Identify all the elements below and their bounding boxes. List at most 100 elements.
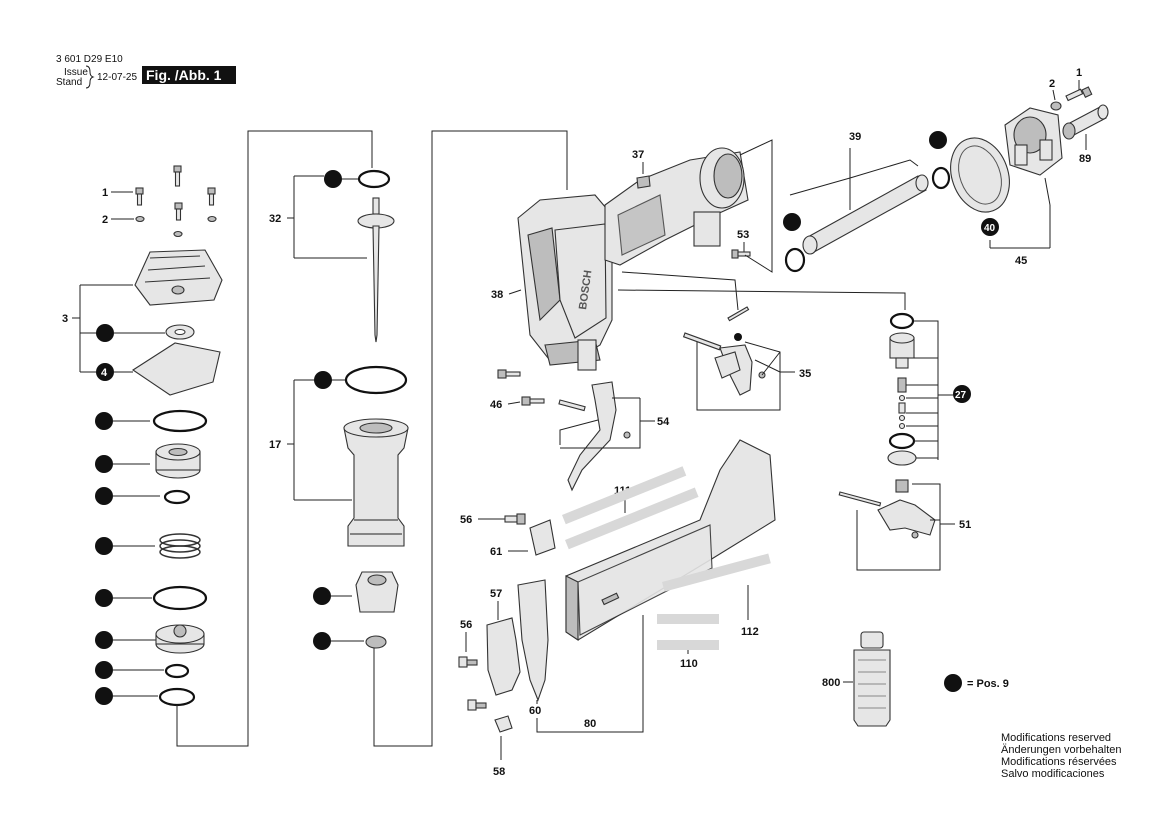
housing-assembly: BOSCH 37 38 53 xyxy=(491,147,751,371)
pin-icon xyxy=(682,306,750,351)
screw-icon xyxy=(497,369,545,406)
label-27: 27 xyxy=(955,390,967,401)
bullet-icon xyxy=(96,324,114,342)
screw-icon xyxy=(504,513,526,525)
o-ring-icon xyxy=(931,166,951,190)
o-ring-icon xyxy=(152,585,208,611)
label-60: 60 xyxy=(529,705,541,717)
bumper-nut-icon xyxy=(355,571,399,613)
screw-icon xyxy=(1065,86,1093,102)
housing-icon: BOSCH xyxy=(517,194,613,371)
center-column-parts: 32 17 xyxy=(269,130,568,747)
label-38: 38 xyxy=(491,289,503,301)
header: 3 601 D29 E10 Issue Stand 12-07-25 Fig. … xyxy=(56,54,236,89)
bumper-icon xyxy=(365,635,387,649)
figure-badge xyxy=(142,66,236,84)
label-46: 46 xyxy=(490,399,502,411)
cylinder-sleeve-icon xyxy=(343,418,409,547)
o-ring-icon xyxy=(164,663,190,679)
label-35: 35 xyxy=(799,368,811,380)
air-fitting-icon xyxy=(1062,104,1109,140)
nose-plate-icon xyxy=(486,617,521,696)
o-ring-icon xyxy=(152,409,208,433)
o-ring-icon xyxy=(784,247,806,273)
plate-icon xyxy=(529,519,556,556)
label-1: 1 xyxy=(102,187,108,199)
brace-icon xyxy=(85,65,95,89)
trigger-valve-icon xyxy=(877,499,936,539)
label-40: 40 xyxy=(984,223,996,234)
trigger-icon xyxy=(714,344,753,396)
footer-line: Modifications reserved xyxy=(1001,732,1111,744)
washer-icon xyxy=(135,215,217,238)
label-56a: 56 xyxy=(460,514,472,526)
top-right-parts: 39 40 45 2 1 xyxy=(739,67,1109,273)
issue-date: 12-07-25 xyxy=(97,72,137,83)
label-61: 61 xyxy=(490,546,502,558)
spring-icon xyxy=(897,377,907,393)
label-110: 110 xyxy=(680,658,698,670)
label-4: 4 xyxy=(101,367,108,379)
legend: = Pos. 9 xyxy=(944,674,1009,692)
brand-logo: BOSCH xyxy=(577,269,594,310)
label-89: 89 xyxy=(1079,153,1091,165)
valve-parts: 27 51 xyxy=(838,312,971,571)
doc-number: 3 601 D29 E10 xyxy=(56,54,123,65)
nose-guide-icon xyxy=(517,579,549,702)
label-58: 58 xyxy=(493,766,505,778)
label-53: 53 xyxy=(737,229,749,241)
label-39: 39 xyxy=(849,131,861,143)
o-ring-icon xyxy=(889,312,915,330)
oil-bottle-group: 800 xyxy=(822,631,891,727)
bullet-icon xyxy=(944,674,962,692)
label-800: 800 xyxy=(822,677,840,689)
label-1b: 1 xyxy=(1076,67,1082,79)
driver-blade-icon xyxy=(357,197,395,343)
piston-icon xyxy=(155,624,205,654)
footer-notes: Modifications reserved Änderungen vorbeh… xyxy=(1001,732,1121,780)
legend-text: = Pos. 9 xyxy=(967,678,1009,690)
o-ring-icon xyxy=(357,169,391,189)
o-ring-icon xyxy=(158,687,196,707)
label-37: 37 xyxy=(632,149,644,161)
cylinder-cap-icon xyxy=(134,249,223,306)
label-56b: 56 xyxy=(460,619,472,631)
magazine-assembly: 111 56 61 57 56 60 80 58 112 110 xyxy=(458,439,776,778)
label-2: 2 xyxy=(102,214,108,226)
valve-stem-icon xyxy=(898,394,906,430)
oil-bottle-icon xyxy=(853,631,891,727)
stand-label: Stand xyxy=(56,77,82,88)
footer-line: Änderungen vorbehalten xyxy=(1001,744,1121,756)
label-32: 32 xyxy=(269,213,281,225)
o-ring-icon xyxy=(888,432,916,450)
magazine-icon xyxy=(565,439,776,642)
screw-icon xyxy=(135,165,216,221)
figure-label: Fig. /Abb. 1 xyxy=(146,67,222,83)
end-plate-icon xyxy=(950,137,1010,213)
safety-lever-icon xyxy=(558,381,631,492)
valve-seat-icon xyxy=(887,450,917,466)
footer-line: Modifications réservées xyxy=(1001,756,1117,768)
nut-icon xyxy=(636,175,651,189)
label-45: 45 xyxy=(1015,255,1027,267)
footer-line: Salvo modificaciones xyxy=(1001,768,1105,780)
label-80: 80 xyxy=(584,718,596,730)
o-ring-icon xyxy=(163,489,191,505)
washer-icon xyxy=(1050,101,1062,111)
spring-icon xyxy=(895,479,909,493)
gasket-icon xyxy=(132,342,221,396)
pin-icon xyxy=(838,491,882,507)
left-column-parts: 1 2 3 4 xyxy=(62,130,373,747)
label-2b: 2 xyxy=(1049,78,1055,90)
valve-cap-icon xyxy=(889,332,915,369)
label-3: 3 xyxy=(62,313,68,325)
end-cap-icon xyxy=(1004,107,1063,176)
tip-icon xyxy=(494,715,513,733)
valve-body-icon xyxy=(155,443,201,479)
label-17: 17 xyxy=(269,439,281,451)
label-51: 51 xyxy=(959,519,971,531)
trigger-parts: 35 46 54 xyxy=(490,271,906,492)
label-112: 112 xyxy=(741,626,759,638)
exhaust-tube-icon xyxy=(802,174,929,255)
